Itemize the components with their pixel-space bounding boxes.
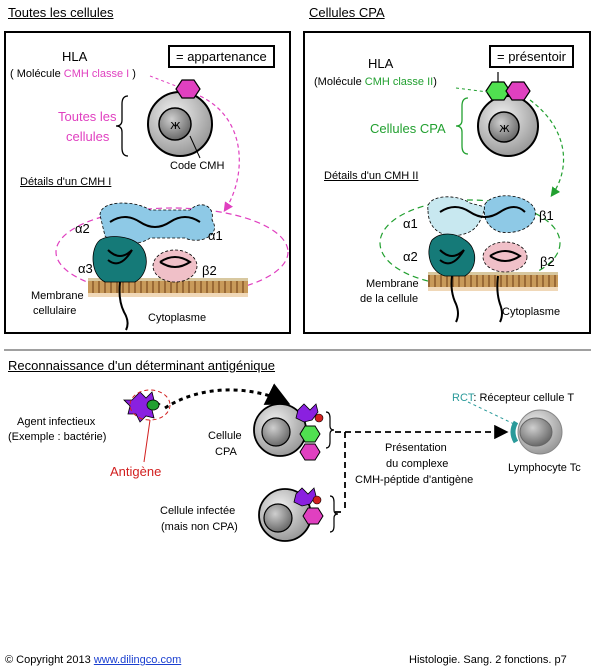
antigen-label: Antigène — [110, 464, 162, 479]
right-section-title: Cellules CPA — [309, 5, 385, 20]
lymphocyte-label: Lymphocyte Tc — [508, 462, 581, 474]
right-beta1: β1 — [539, 208, 554, 223]
right-badge: = présentoir — [489, 45, 575, 68]
right-ellipse — [379, 199, 561, 287]
presentation-line1: Présentation — [385, 442, 447, 454]
right-membrane — [428, 274, 558, 288]
left-details-title: Détails d'un CMH I — [20, 176, 112, 188]
right-alpha1: α1 — [403, 216, 418, 231]
right-membrane-line2: de la cellule — [360, 293, 419, 305]
presentation-line2: du complexe — [386, 458, 449, 470]
lymphocyte-icon — [510, 409, 563, 455]
left-badge: = appartenance — [168, 45, 275, 68]
right-dashed-arrow — [529, 99, 565, 197]
svg-text:ж: ж — [170, 118, 181, 132]
left-molecule-label: ( Molécule CMH classe I ) — [10, 68, 136, 80]
footer-copyright: © Copyright 2013 www.dilingco.com — [5, 654, 182, 666]
agent-label-line2: (Exemple : bactérie) — [8, 431, 107, 443]
right-cell: ж — [477, 81, 539, 157]
footer-page: Histologie. Sang. 2 fonctions. p7 — [409, 654, 567, 666]
left-alpha1: α1 — [208, 228, 223, 243]
right-details-title: Détails d'un CMH II — [324, 170, 419, 182]
left-membrane-line1: Membrane — [31, 290, 84, 302]
right-panel — [303, 31, 591, 334]
left-code-label: Code CMH — [170, 160, 225, 172]
right-molecule-label: (Molécule CMH classe II) — [314, 76, 437, 88]
dotted-arrow-to-cpa — [164, 383, 291, 410]
right-cytoplasm-label: Cytoplasme — [502, 306, 561, 318]
right-alpha2: α2 — [403, 249, 418, 264]
left-cytoplasm-label: Cytoplasme — [148, 312, 207, 324]
left-hla-label: HLA — [62, 49, 88, 64]
left-cells-line2: cellules — [66, 129, 110, 144]
agent-label-line1: Agent infectieux — [17, 416, 96, 428]
left-beta2: β2 — [202, 263, 217, 278]
rct-label: RCT: Récepteur cellule T — [452, 392, 575, 404]
left-membrane — [88, 280, 248, 294]
bacterium-icon — [123, 389, 171, 423]
footer-link[interactable]: www.dilingco.com — [93, 654, 182, 666]
right-beta2: β2 — [540, 254, 555, 269]
infected-cell — [258, 487, 324, 542]
mhc2-hexagon-pink — [505, 81, 531, 101]
infected-label-line1: Cellule infectée — [160, 505, 236, 517]
left-brace — [115, 95, 129, 157]
bottom-section-title: Reconnaissance d'un déterminant antigéni… — [8, 358, 276, 373]
left-panel — [4, 31, 291, 334]
right-hla-label: HLA — [368, 56, 394, 71]
left-membrane-line2: cellulaire — [33, 305, 77, 317]
left-cells-line1: Toutes les — [58, 109, 117, 124]
mhc2-hexagon-green — [485, 81, 511, 101]
presentation-line3: CMH-péptide d'antigène — [355, 474, 474, 486]
presentation-arrow — [335, 432, 505, 513]
cpa-cell — [253, 403, 324, 461]
right-cells-label: Cellules CPA — [370, 121, 446, 136]
right-membrane-line1: Membrane — [366, 278, 419, 290]
left-alpha3: α3 — [78, 261, 93, 276]
mhc1-hexagon — [175, 79, 201, 99]
left-cell: ж — [147, 79, 213, 157]
cpa-label-line1: Cellule — [208, 430, 242, 442]
infected-label-line2: (mais non CPA) — [161, 521, 238, 533]
svg-text:ж: ж — [499, 121, 510, 135]
left-section-title: Toutes les cellules — [8, 5, 114, 20]
left-alpha2: α2 — [75, 221, 90, 236]
left-dashed-arrow — [199, 95, 240, 212]
cpa-label-line2: CPA — [215, 446, 237, 458]
